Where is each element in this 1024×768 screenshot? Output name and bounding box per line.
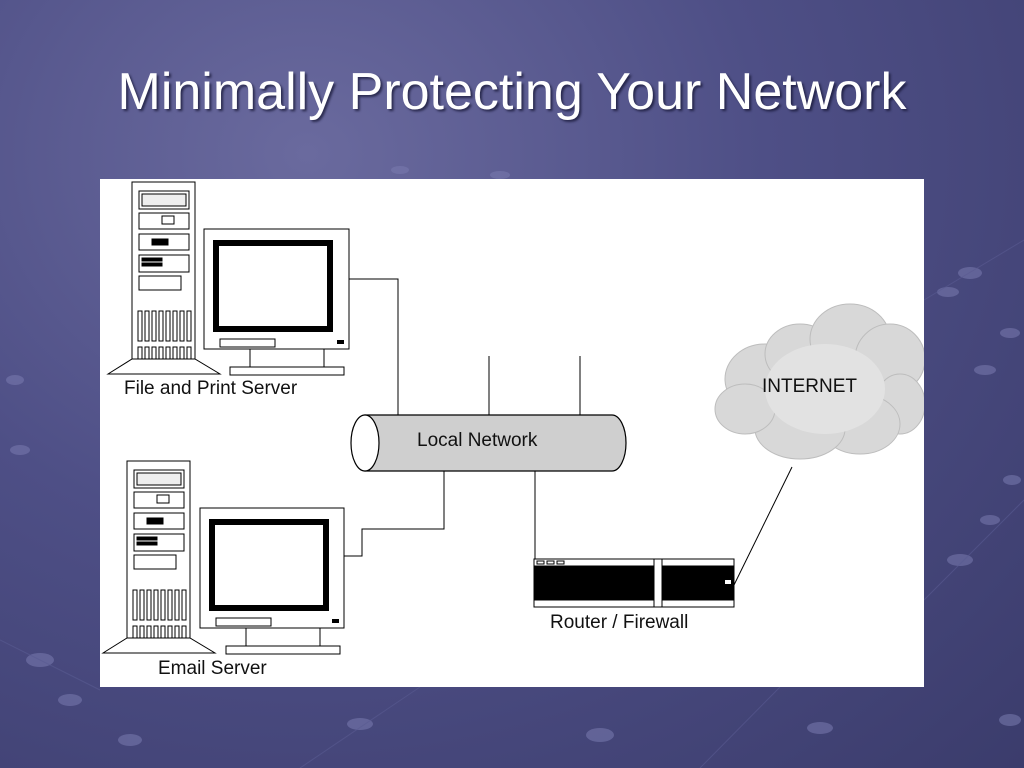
internet-label: INTERNET: [762, 376, 857, 397]
router-firewall-label: Router / Firewall: [550, 612, 689, 633]
internet-link: [733, 466, 793, 586]
diagram-graphics: [101, 181, 924, 655]
file-server-monitor: [203, 228, 350, 376]
email-server-label: Email Server: [158, 658, 267, 679]
internet-cloud: [714, 303, 924, 460]
local-network-pipe: [350, 414, 627, 472]
local-network-label: Local Network: [417, 430, 538, 451]
slide-title: Minimally Protecting Your Network: [117, 63, 907, 121]
file-server-label: File and Print Server: [124, 378, 298, 399]
email-server-tower: [101, 460, 217, 654]
network-diagram: File and Print Server Email Server Local…: [100, 179, 924, 687]
email-server-monitor: [199, 507, 345, 655]
router-firewall-device: [533, 558, 735, 608]
email-server-link: [344, 470, 445, 557]
file-server-tower: [106, 181, 222, 375]
